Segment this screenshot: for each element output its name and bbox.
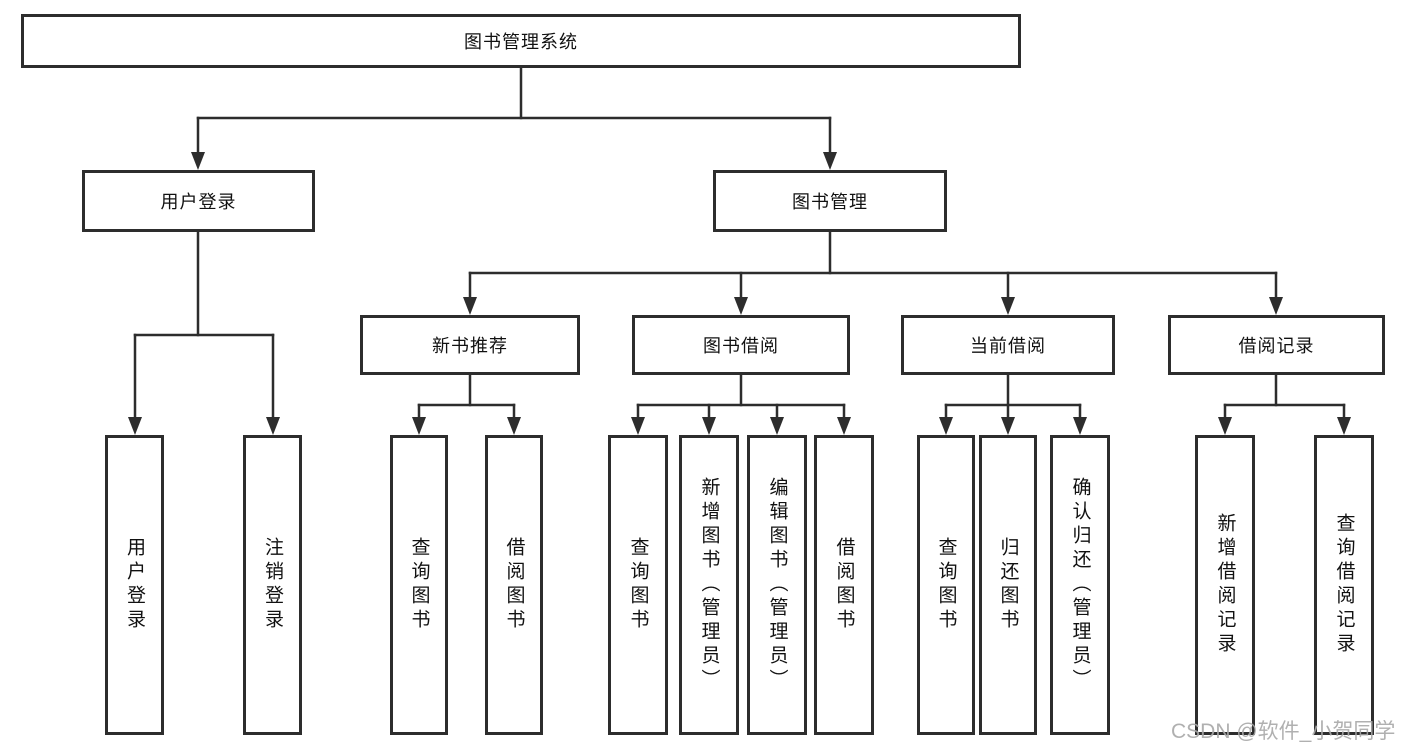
node-label: 新增借阅记录 <box>1214 513 1236 657</box>
node-label: 图书管理系统 <box>464 32 578 52</box>
node-label: 借阅记录 <box>1238 336 1315 356</box>
node-label: 查询借阅记录 <box>1333 513 1355 657</box>
leaf-query-books-borrowing: 查询图书 <box>608 435 668 735</box>
node-label: 当前借阅 <box>970 336 1046 356</box>
node-label: 新增图书（管理员） <box>698 477 720 693</box>
leaf-add-borrow-record: 新增借阅记录 <box>1195 435 1255 735</box>
node-label: 查询图书 <box>935 537 957 633</box>
node-label: 注销登录 <box>262 537 283 633</box>
leaf-user-login: 用户登录 <box>105 435 164 735</box>
node-label: 编辑图书（管理员） <box>766 477 788 693</box>
node-label: 借阅图书 <box>833 537 855 633</box>
leaf-borrow-books-recommend: 借阅图书 <box>485 435 543 735</box>
node-label: 新书推荐 <box>432 336 508 356</box>
node-current-borrowing: 当前借阅 <box>901 315 1115 375</box>
leaf-query-borrow-record: 查询借阅记录 <box>1314 435 1374 735</box>
node-label: 用户登录 <box>124 537 145 633</box>
leaf-query-books-current: 查询图书 <box>917 435 975 735</box>
node-label: 借阅图书 <box>503 537 525 633</box>
leaf-borrow-books: 借阅图书 <box>814 435 874 735</box>
node-user-login: 用户登录 <box>82 170 315 232</box>
node-label: 用户登录 <box>160 192 237 212</box>
node-label: 图书管理 <box>792 192 868 212</box>
connector-strokes <box>133 66 1346 420</box>
node-label: 查询图书 <box>408 537 430 633</box>
leaf-confirm-return-admin: 确认归还（管理员） <box>1050 435 1110 735</box>
node-new-book-recommend: 新书推荐 <box>360 315 580 375</box>
leaf-edit-books-admin: 编辑图书（管理员） <box>747 435 807 735</box>
leaf-query-books-recommend: 查询图书 <box>390 435 448 735</box>
arrowheads <box>128 152 1351 435</box>
node-label: 确认归还（管理员） <box>1069 477 1091 693</box>
leaf-logout: 注销登录 <box>243 435 302 735</box>
node-book-borrowing: 图书借阅 <box>632 315 850 375</box>
node-label: 查询图书 <box>627 537 649 633</box>
node-book-management: 图书管理 <box>713 170 947 232</box>
leaf-return-books: 归还图书 <box>979 435 1037 735</box>
node-borrowing-records: 借阅记录 <box>1168 315 1385 375</box>
node-root-system: 图书管理系统 <box>21 14 1021 68</box>
node-label: 归还图书 <box>997 537 1019 633</box>
node-label: 图书借阅 <box>703 336 779 356</box>
leaf-add-books-admin: 新增图书（管理员） <box>679 435 739 735</box>
csdn-watermark: CSDN @软件_小贺同学 <box>1171 720 1396 743</box>
